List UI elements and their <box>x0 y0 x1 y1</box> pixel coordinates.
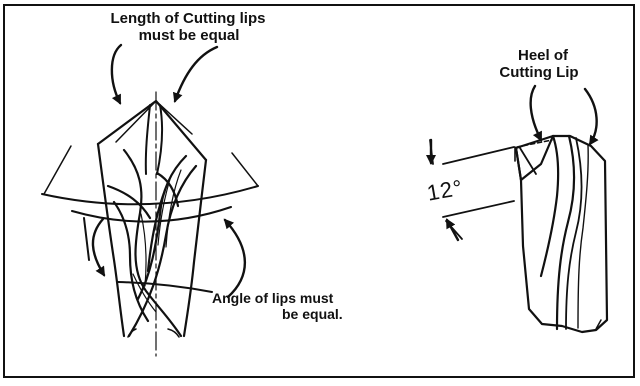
right-angle-arrow <box>223 218 247 299</box>
flute-line-g <box>146 188 167 273</box>
left-top-arrow <box>110 43 123 105</box>
upper-angle-arc <box>41 185 259 206</box>
angle-ref-line-upper <box>442 146 515 165</box>
flute-line-d <box>112 200 150 323</box>
drill-tip-outline <box>96 99 208 162</box>
shade-line-4 <box>132 273 157 313</box>
left-top-label-line-2: must be equal <box>138 27 240 44</box>
right-drill-flute-1 <box>555 134 576 331</box>
figure-border <box>3 4 635 378</box>
right-top-arrow <box>172 45 219 103</box>
right-drill-tip-face <box>514 134 555 182</box>
right-top-label-line-2: Cutting Lip <box>499 64 579 81</box>
drill-body-right-edge <box>182 158 208 338</box>
heel-arrow-left <box>529 84 543 142</box>
right-drill <box>429 134 609 334</box>
left-arrows <box>91 43 247 299</box>
left-radial-guide <box>43 145 72 195</box>
right-web-line <box>156 104 164 175</box>
right-top-label-line-1: Heel of <box>517 47 568 64</box>
right-arrows <box>426 84 599 242</box>
heel-dashed-line <box>516 139 553 148</box>
right-drill-flute-4 <box>539 134 560 278</box>
body-end-right <box>167 328 180 338</box>
shade-line-3 <box>140 213 147 287</box>
left-drill <box>41 91 259 357</box>
left-angle-arrow <box>91 217 106 277</box>
flute-line-b <box>127 164 198 338</box>
shade-line-1 <box>165 169 182 248</box>
right-drill-flute-3 <box>577 144 589 329</box>
body-end-left <box>127 328 137 338</box>
right-drill-end-mark <box>595 319 602 330</box>
lower-angle-arc <box>71 206 232 223</box>
angle-leader-line <box>117 281 213 293</box>
left-bottom-label-line-2: be equal. <box>282 306 343 322</box>
lower-left-guide <box>83 217 90 261</box>
shade-line-2 <box>157 175 172 246</box>
flute-line-c <box>136 154 188 301</box>
drill-body-left-edge <box>96 142 126 338</box>
right-drill-outline <box>514 134 609 334</box>
right-drill-flute-2 <box>565 137 583 330</box>
left-bottom-label-line-1: Angle of lips must <box>212 290 334 306</box>
drill-tip-inner-lines <box>115 100 193 143</box>
right-drill-tip-line <box>519 147 537 175</box>
angle-ref-line-lower <box>442 200 515 218</box>
left-web-line <box>144 104 151 175</box>
heel-arrow-right <box>583 87 599 146</box>
left-top-label-line-1: Length of Cutting lips <box>110 10 266 27</box>
flute-line-f <box>106 184 152 220</box>
right-radial-guide <box>231 152 259 187</box>
flute-line-a <box>122 148 183 338</box>
angle-arrow-bottom <box>445 218 460 242</box>
